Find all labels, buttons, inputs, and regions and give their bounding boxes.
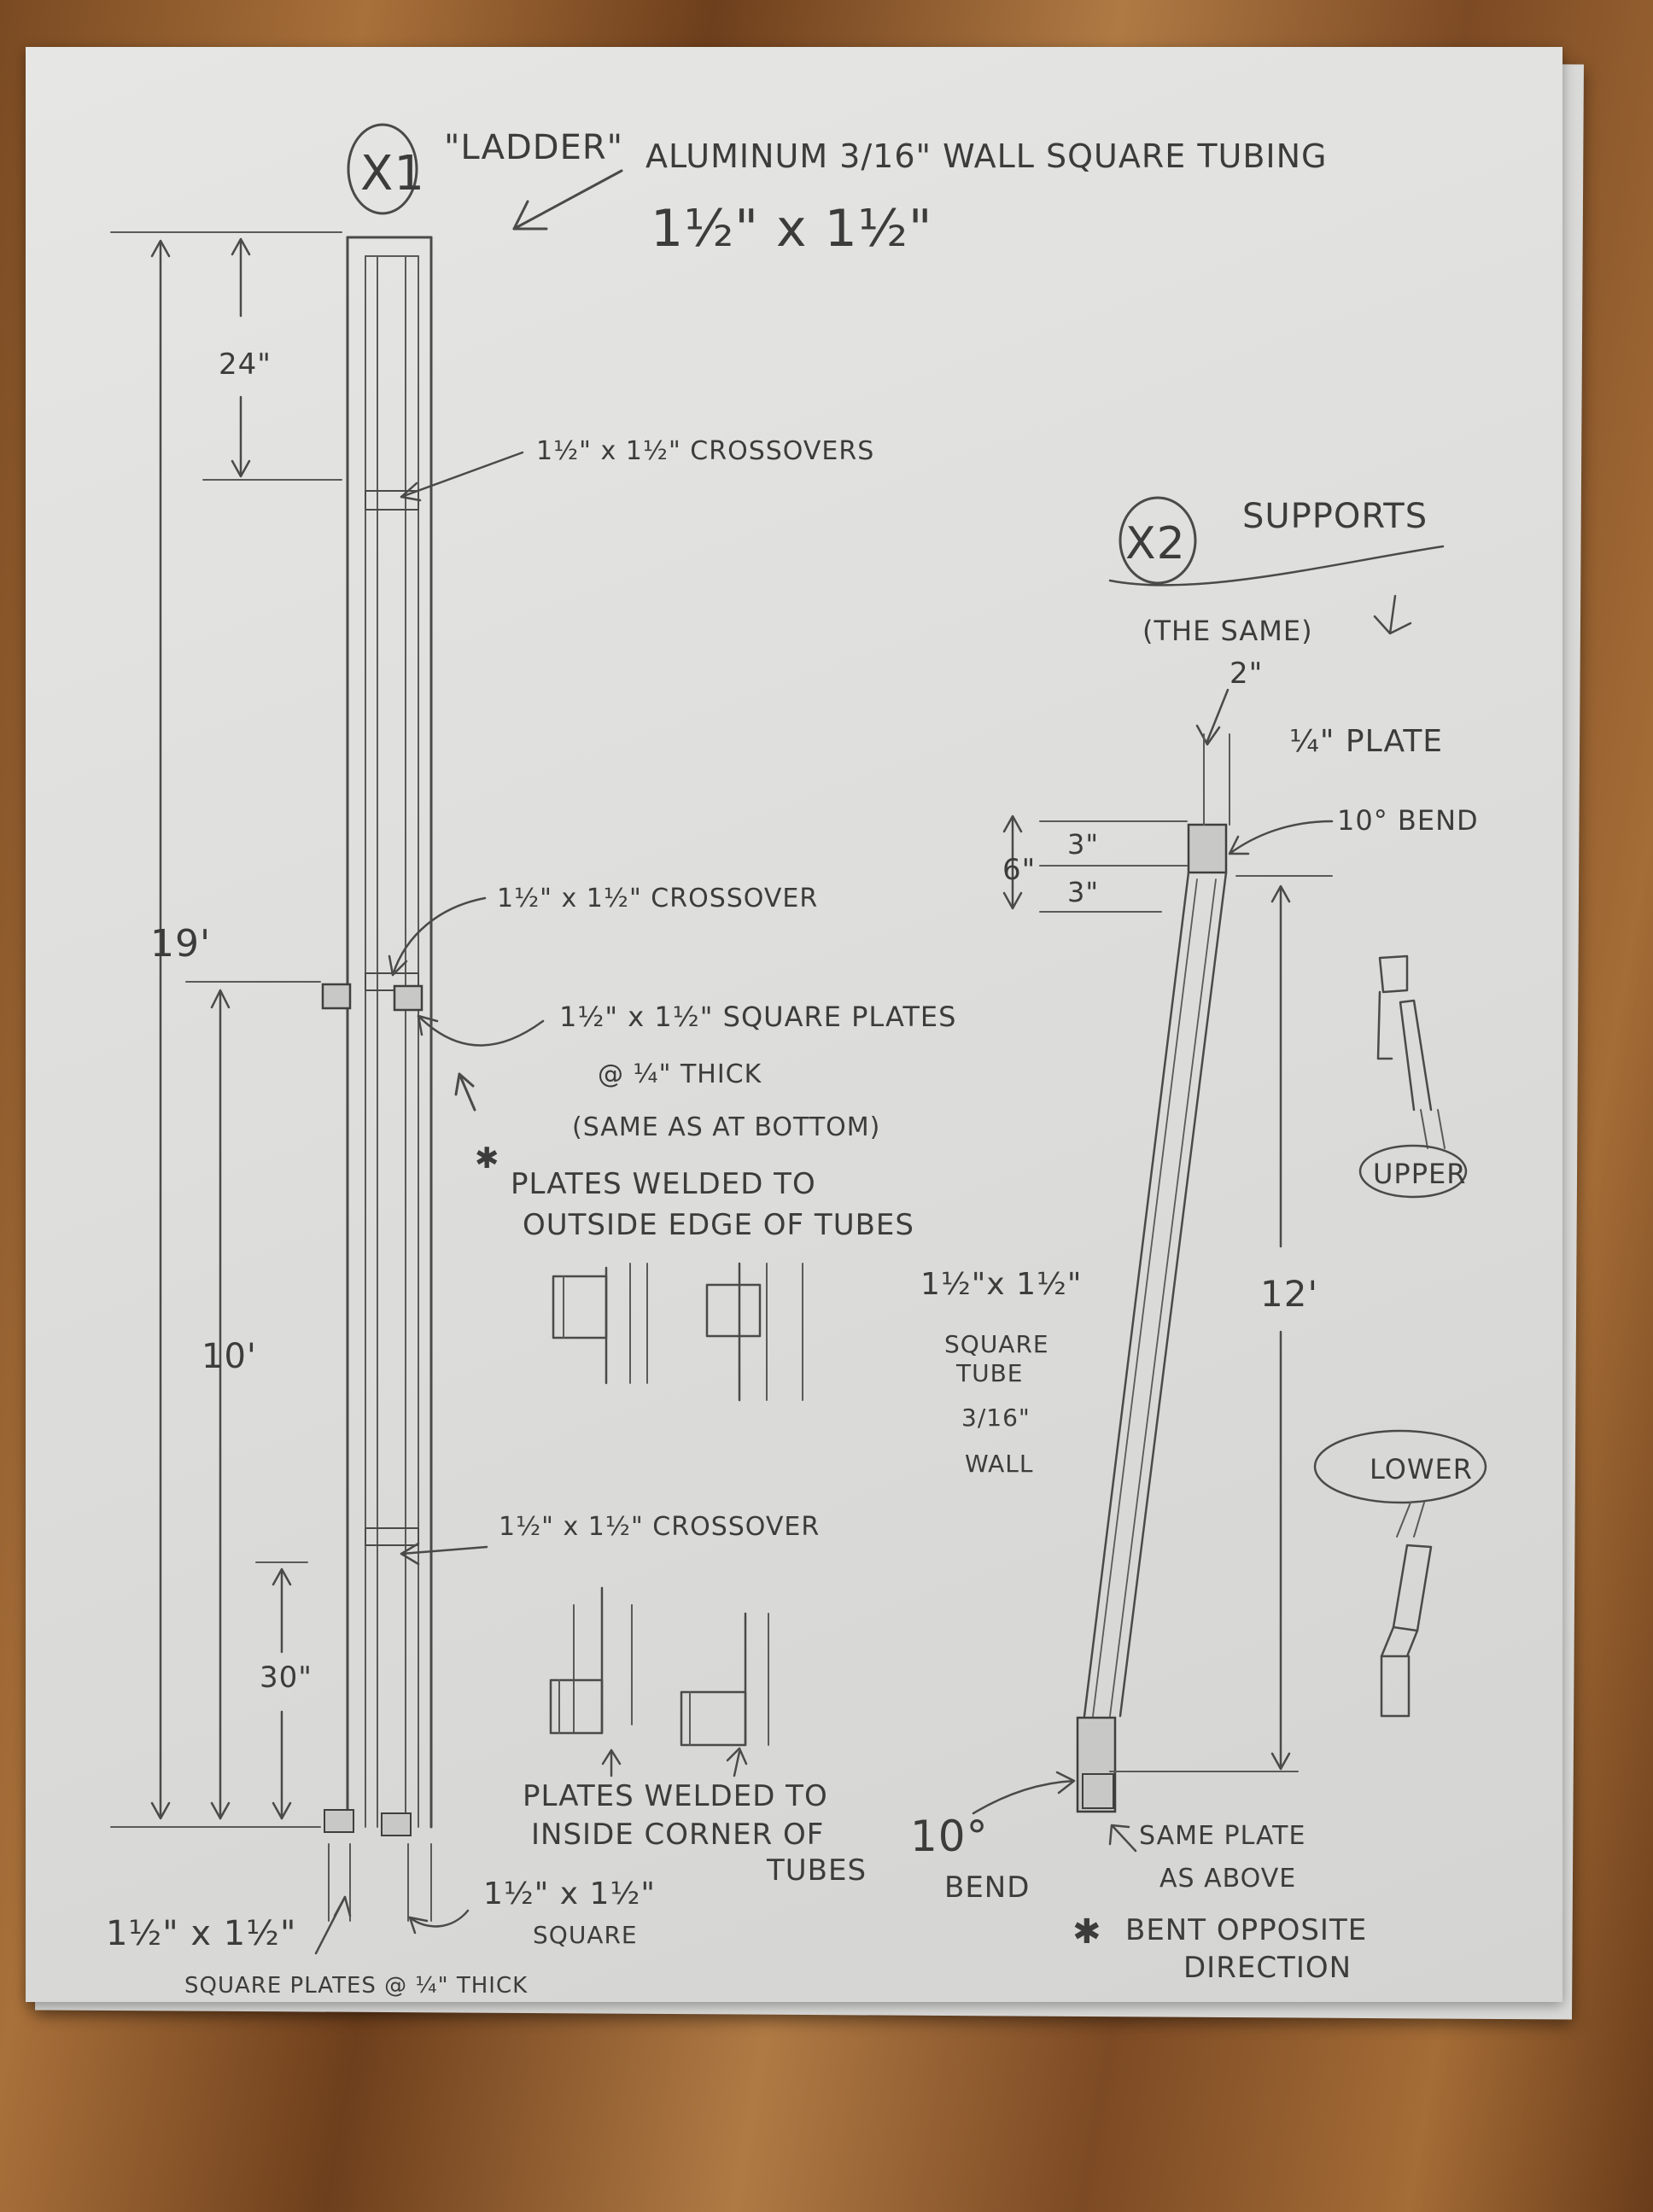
detail-lower: [1313, 1429, 1487, 1718]
ladder-rails: [346, 236, 433, 1829]
dim-overall-label: 19': [150, 922, 211, 966]
note-inside-line3: TUBES: [766, 1853, 867, 1888]
drawing-sheet: [26, 47, 1562, 2002]
material-arrow-head: [512, 200, 548, 231]
dim-plate-lower: 3": [1067, 876, 1099, 908]
dim-top-label: 24": [219, 347, 272, 382]
detail-outside-edge: [552, 1262, 803, 1402]
supports-drawing: X2 SUPPORTS (THE SAME) 2" ¼" PLATE 10° B…: [910, 496, 1487, 1985]
note-line1: BENT OPPOSITE: [1125, 1913, 1367, 1947]
dim-width-label: 2": [1230, 657, 1263, 691]
same-plate-line2: AS ABOVE: [1159, 1864, 1296, 1894]
ladder-count: X1: [360, 146, 425, 201]
bend-top-label: 10° BEND: [1337, 804, 1479, 837]
note-line2: DIRECTION: [1183, 1951, 1352, 1985]
label-plates-line1: 1½" x 1½" SQUARE PLATES: [559, 1001, 956, 1033]
dim-bottom-label: 30": [260, 1660, 312, 1695]
support-plate-top: [1187, 823, 1228, 874]
detail-upper: [1358, 954, 1468, 1199]
dim-overall: [110, 231, 342, 1828]
label-bottom-right-line1: 1½" x 1½": [483, 1876, 656, 1911]
supports-count: X2: [1125, 518, 1186, 569]
lower-label: LOWER: [1370, 1453, 1473, 1485]
ladder-bottom-stubs: [314, 1843, 470, 1955]
dim-length-label: 12': [1260, 1273, 1318, 1315]
label-crossovers: 1½" x 1½" CROSSOVERS: [536, 436, 874, 466]
tube-line4: 3/16": [961, 1404, 1031, 1432]
plate-middle-left: [321, 983, 352, 1010]
tube-line1: 1½"x 1½": [920, 1267, 1082, 1302]
supports-title-underline: [1108, 545, 1445, 587]
bend-bottom-line1: 10°: [910, 1812, 989, 1861]
label-crossover-low: 1½" x 1½" CROSSOVER: [499, 1512, 820, 1542]
leader-crossover-low: [400, 1545, 488, 1555]
leader-crossover-mid: [391, 896, 487, 977]
crossover-bottom: [365, 1527, 419, 1546]
note-inside-line1: PLATES WELDED TO: [523, 1779, 828, 1813]
same-plate-line1: SAME PLATE: [1139, 1821, 1305, 1851]
note-star: ✱: [1072, 1912, 1102, 1952]
plate-bottom-right: [381, 1812, 412, 1836]
arrow-plates-note: [458, 1072, 476, 1112]
plate-middle-right: [393, 984, 423, 1012]
plate-bottom-left: [324, 1809, 354, 1833]
dim-bottom: [255, 1561, 308, 1820]
dim-top: [202, 237, 342, 481]
material-arrow: [512, 169, 623, 231]
bend-bottom-line2: BEND: [944, 1871, 1030, 1905]
label-plates-line3: (SAME AS AT BOTTOM): [572, 1112, 880, 1142]
label-bottom-right-line2: SQUARE: [533, 1921, 638, 1949]
supports-title: SUPPORTS: [1242, 497, 1428, 536]
leader-plates: [417, 1014, 545, 1047]
support-tube: [1076, 733, 1333, 1813]
ladder-material-line1: ALUMINUM 3/16" WALL SQUARE TUBING: [645, 137, 1328, 175]
ladder-material-line2: 1½" x 1½": [651, 199, 933, 259]
ladder-title: "LADDER": [444, 128, 623, 167]
support-plate-label: ¼" PLATE: [1289, 724, 1443, 759]
label-bottom-left-line2: SQUARE PLATES @ ¼" THICK: [184, 1973, 528, 1999]
tube-line5: WALL: [965, 1450, 1034, 1478]
tube-line3: TUBE: [955, 1359, 1024, 1387]
label-bottom-left-line1: 1½" x 1½": [106, 1914, 296, 1953]
note-asterisk: ✱: [475, 1141, 500, 1176]
leader-crossovers: [400, 451, 524, 499]
dim-middle: [185, 981, 321, 1820]
dim-middle-label: 10': [202, 1337, 257, 1376]
supports-subtitle: (THE SAME): [1142, 615, 1313, 647]
note-inside-line2: INSIDE CORNER OF: [531, 1818, 824, 1852]
label-crossover-mid: 1½" x 1½" CROSSOVER: [497, 884, 818, 913]
supports-count-circle: [1119, 496, 1197, 585]
note-outside-line1: PLATES WELDED TO: [511, 1167, 816, 1201]
tube-line2: SQUARE: [944, 1330, 1049, 1358]
dim-plate-total: 6": [1002, 853, 1036, 887]
upper-label: UPPER: [1373, 1158, 1466, 1190]
label-plates-line2: @ ¼" THICK: [598, 1059, 762, 1089]
detail-inside-corner: [549, 1586, 769, 1777]
dim-plate-upper: 3": [1067, 828, 1099, 861]
note-outside-line2: OUTSIDE EDGE OF TUBES: [523, 1208, 914, 1242]
ladder-count-circle: [347, 123, 418, 215]
supports-arrow: [1373, 594, 1412, 635]
ladder-drawing: X1 "LADDER" ALUMINUM 3/16" WALL SQUARE T…: [106, 123, 1328, 1999]
